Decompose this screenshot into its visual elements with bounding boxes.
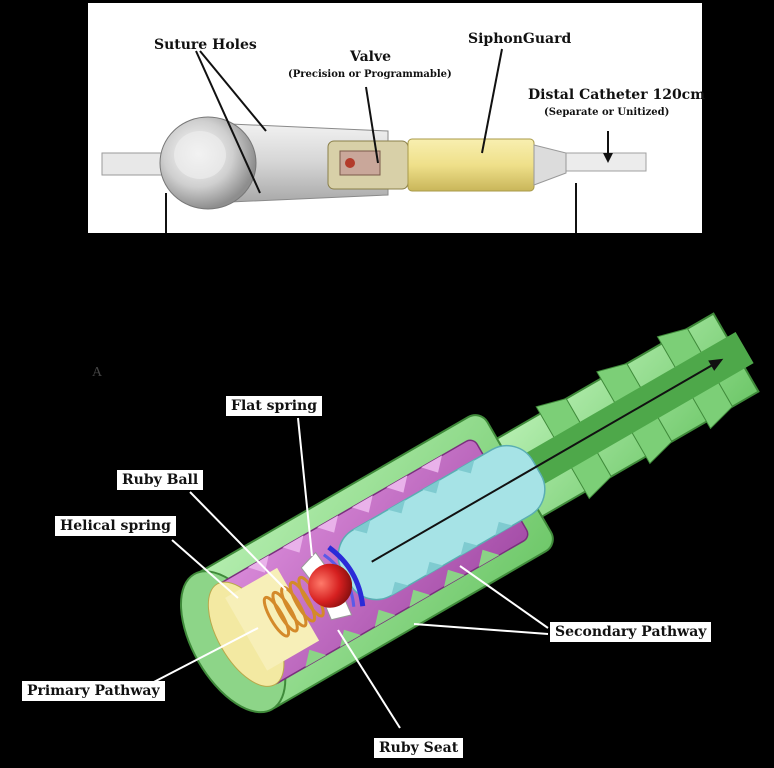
label-helical-spring: Helical spring [55, 516, 176, 536]
label-distal-catheter-sub: (Separate or Unitized) [544, 107, 670, 118]
label-valve-sub: (Precision or Programmable) [288, 69, 452, 80]
label-ruby-seat: Ruby Seat [374, 738, 464, 758]
label-primary-pathway: Primary Pathway [22, 681, 165, 701]
label-siphonguard: SiphonGuard [468, 31, 572, 47]
device-photo-panel: Suture Holes Valve (Precision or Program… [88, 3, 706, 233]
label-secondary-pathway: Secondary Pathway [550, 622, 712, 642]
label-suture-holes: Suture Holes [154, 37, 257, 53]
label-flat-spring: Flat spring [226, 396, 323, 416]
label-distal-catheter: Distal Catheter 120cm [528, 87, 706, 103]
label-ruby-ball: Ruby Ball [117, 470, 204, 490]
label-valve: Valve [350, 49, 392, 65]
shunt-device-illustration [101, 48, 647, 233]
panel-letter: A [92, 365, 103, 380]
